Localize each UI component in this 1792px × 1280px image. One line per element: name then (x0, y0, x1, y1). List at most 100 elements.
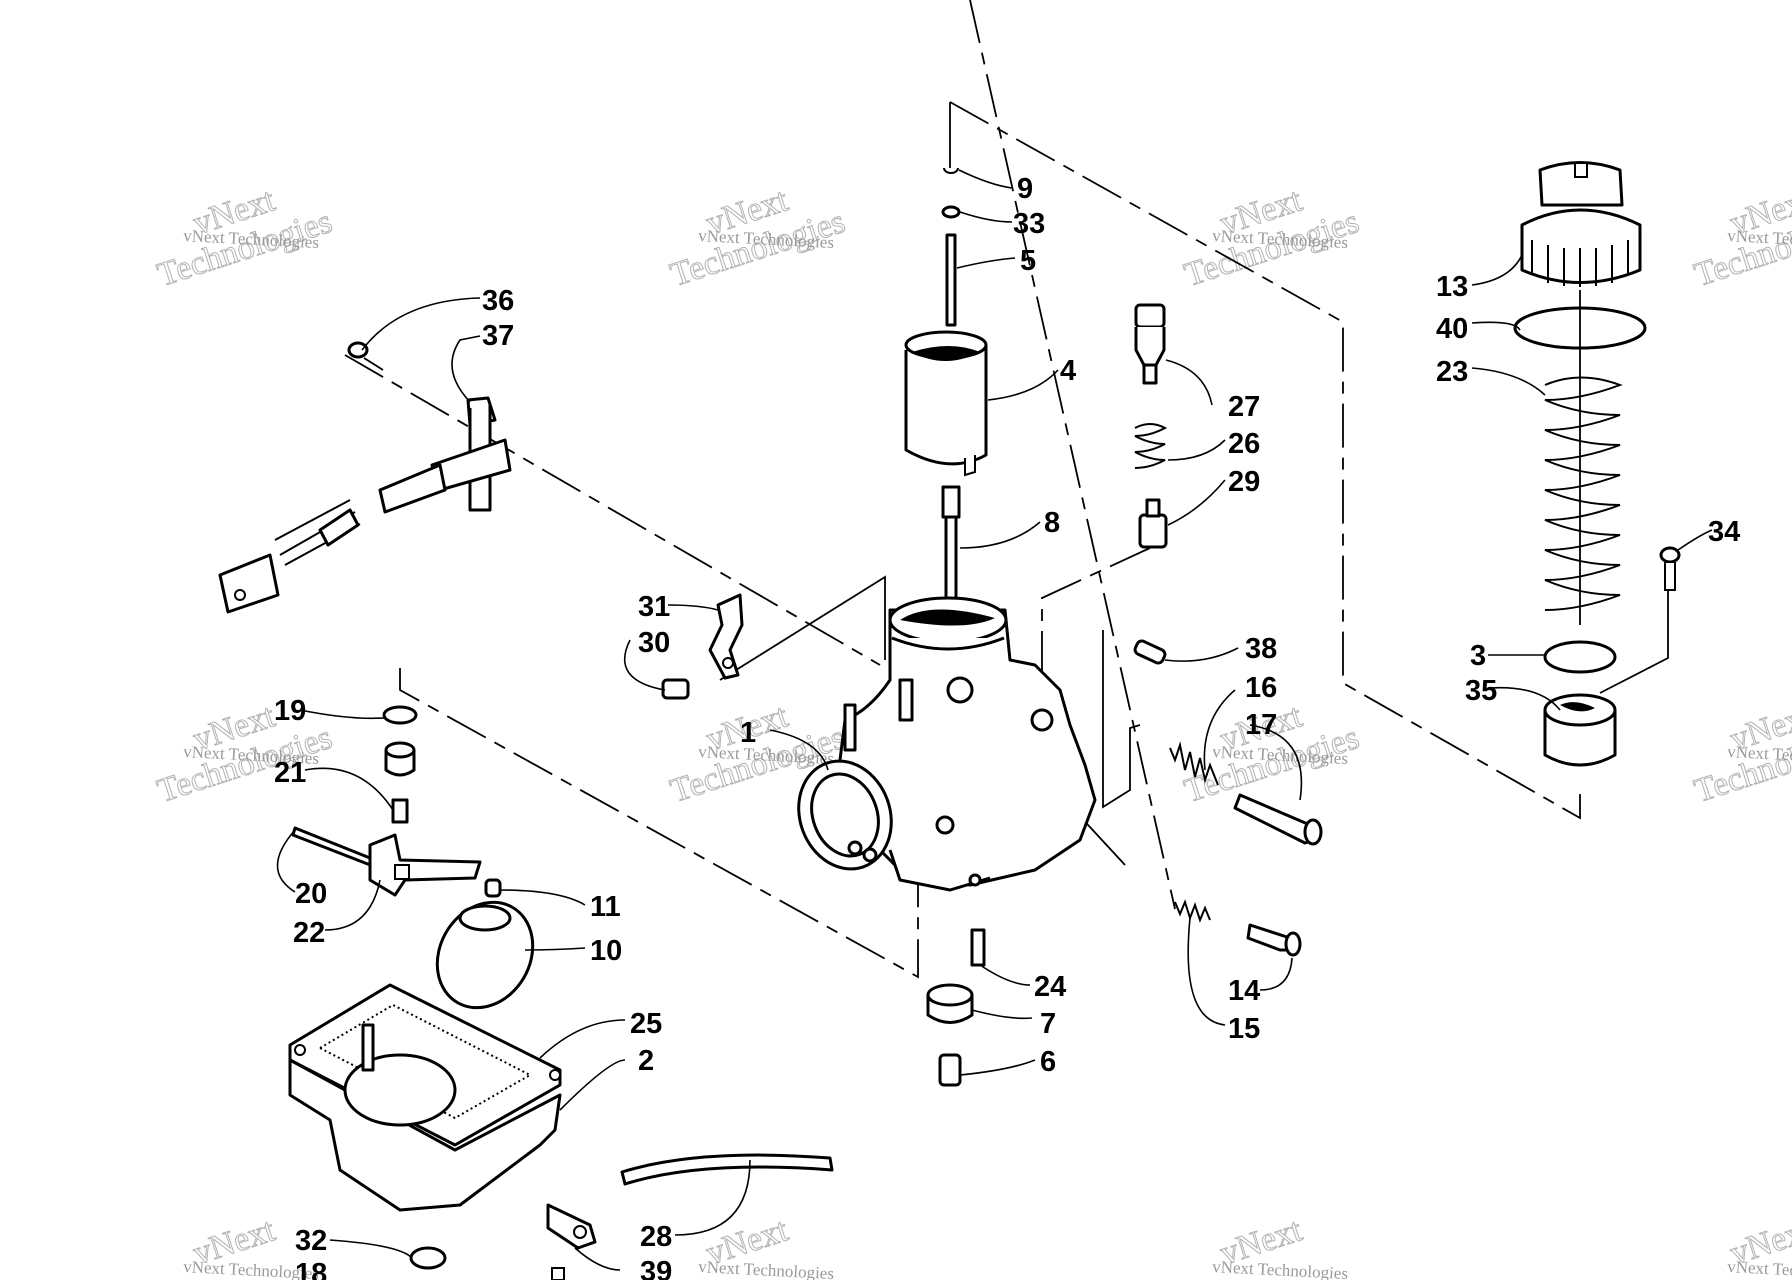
leader-1 (769, 729, 829, 771)
callout-23: 23 (1436, 356, 1468, 388)
callout-labels: 9 33 5 4 8 27 26 29 13 40 23 34 3 35 38 … (274, 173, 1740, 1280)
throttle-slide-part (904, 330, 988, 477)
needle-jet-part (941, 485, 961, 607)
callout-35: 35 (1465, 675, 1497, 707)
leader-8 (959, 521, 1041, 549)
watermark-caption: vNext Technologies (698, 1257, 835, 1280)
callout-4: 4 (1060, 355, 1076, 387)
float-pin-part (291, 826, 382, 870)
callout-36: 36 (482, 285, 514, 317)
callout-2: 2 (638, 1045, 654, 1077)
drain-plug-part (938, 1053, 962, 1087)
leader-13 (1471, 254, 1523, 286)
leader-5 (956, 257, 1016, 269)
jet-needle-part (945, 233, 957, 327)
leader-7 (971, 1009, 1033, 1020)
assembly-line-bracket (719, 575, 886, 681)
callout-20: 20 (295, 878, 327, 910)
callout-29: 29 (1228, 466, 1260, 498)
air-screw-spring-part (1169, 741, 1219, 786)
throttle-sensor-part (218, 341, 512, 614)
air-screw-part (1233, 793, 1323, 846)
callout-5: 5 (1020, 245, 1036, 277)
leader-19 (299, 709, 385, 720)
leader-27 (1165, 359, 1213, 406)
assembly-line-34 (1599, 585, 1669, 694)
leader-20 (276, 829, 296, 893)
cable-bracket-part (708, 593, 744, 680)
leader-21 (304, 767, 394, 811)
callout-7: 7 (1040, 1008, 1056, 1040)
leader-4 (987, 369, 1059, 401)
carburetor-body-part (797, 596, 1097, 892)
drain-washer-part (409, 1246, 447, 1270)
assembly-line-14 (969, 0, 1176, 910)
callout-13: 13 (1436, 271, 1468, 303)
callout-21: 21 (274, 757, 306, 789)
callout-19: 19 (274, 695, 306, 727)
vent-tube-part (620, 1153, 834, 1186)
leader-17 (1249, 724, 1303, 801)
leader-6 (959, 1059, 1036, 1076)
callout-32: 32 (295, 1225, 327, 1257)
leader-34 (1677, 529, 1713, 551)
float-pin-cap-part (484, 878, 502, 898)
callout-33: 33 (1013, 208, 1045, 240)
callout-38: 38 (1245, 633, 1277, 665)
leader-39 (574, 1247, 621, 1271)
assembly-line-float-bowl (399, 668, 919, 979)
callout-28: 28 (640, 1221, 672, 1253)
watermark-caption: vNext Technologies (1727, 1257, 1792, 1280)
leader-lines (276, 169, 1713, 1271)
assembly-line-top-cap (949, 101, 1581, 820)
leader-15 (1187, 917, 1226, 1026)
callout-3: 3 (1470, 640, 1486, 672)
callout-37: 37 (482, 320, 514, 352)
callout-16: 16 (1245, 672, 1277, 704)
leader-25 (539, 1019, 626, 1059)
throttle-stop-screw-part (1246, 923, 1302, 957)
leader-9 (958, 169, 1013, 189)
leader-29 (1167, 479, 1226, 526)
cap-base-part (1543, 693, 1617, 767)
pilot-air-jet-part (1134, 303, 1166, 385)
leader-23 (1471, 367, 1546, 396)
leader-14 (1259, 957, 1293, 991)
carburetor-cap-part (1520, 161, 1642, 287)
leader-31 (667, 604, 719, 611)
e-clip-part (943, 167, 959, 174)
leader-24 (979, 964, 1031, 986)
callout-39: 39 (640, 1256, 672, 1280)
callout-9: 9 (1017, 173, 1033, 205)
callout-31: 31 (638, 591, 670, 623)
jet-holder-part (926, 983, 974, 1024)
callout-24: 24 (1034, 971, 1066, 1003)
callout-34: 34 (1708, 516, 1740, 548)
leader-11 (499, 889, 586, 906)
plate-part (1543, 640, 1617, 674)
leader-16 (1203, 689, 1236, 771)
hose-bracket-part (546, 1203, 597, 1280)
leader-2 (559, 1059, 626, 1111)
callout-14: 14 (1228, 975, 1260, 1007)
main-jet-part (970, 928, 986, 967)
pilot-spring-part (1134, 423, 1168, 469)
leader-33 (959, 211, 1013, 223)
float-arm-part (368, 833, 482, 897)
callout-27: 27 (1228, 391, 1260, 423)
callout-10: 10 (590, 935, 622, 967)
leader-30 (623, 639, 666, 691)
leader-37 (451, 335, 481, 403)
plug-part (1133, 639, 1167, 665)
leader-10 (524, 947, 586, 951)
cap-screw-part (1659, 546, 1681, 591)
callout-11: 11 (590, 891, 621, 923)
leader-32 (329, 1239, 413, 1259)
leader-22 (324, 879, 381, 931)
assembly-line-sensor (344, 354, 881, 666)
throttle-stop-spring-part (1174, 899, 1211, 923)
throttle-spring-part (1544, 290, 1623, 625)
leader-38 (1164, 647, 1239, 662)
leader-28 (674, 1159, 751, 1236)
callout-26: 26 (1228, 428, 1260, 460)
